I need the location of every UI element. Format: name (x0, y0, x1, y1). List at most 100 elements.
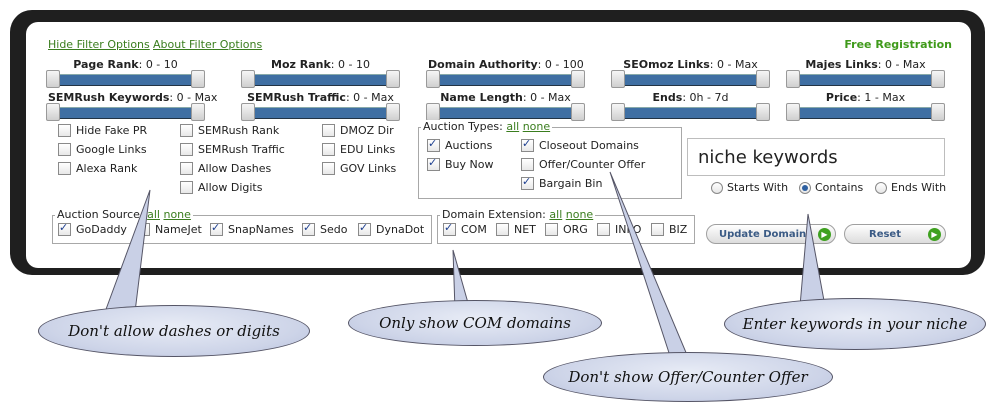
radio-contains[interactable]: Contains (799, 181, 863, 194)
slider-max-handle[interactable] (191, 103, 205, 121)
slider-min-handle[interactable] (611, 70, 625, 88)
checkbox-auctions[interactable]: Auctions (427, 137, 492, 152)
checkbox-closeout-domains[interactable]: Closeout Domains (521, 137, 639, 152)
slider-label: Price (825, 91, 858, 104)
checkbox-godaddy[interactable]: GoDaddy (58, 221, 127, 236)
checkbox-alexa-rank[interactable]: Alexa Rank (58, 162, 137, 175)
domain-extension-all-link[interactable]: all (549, 208, 563, 221)
slider-range: 0 - Max (176, 91, 218, 104)
slider-page-rank[interactable]: Page Rank: 0 - 10 (46, 58, 205, 92)
radio-ends-with[interactable]: Ends With (875, 181, 946, 194)
auction-source-group: Auction Source: all none (52, 208, 432, 244)
update-domains-button[interactable]: Update Domains▶ (706, 224, 836, 244)
slider-domain-authority[interactable]: Domain Authority: 0 - 100 (426, 58, 585, 92)
slider-label: SEMRush Traffic (247, 91, 346, 104)
checkbox-com[interactable]: COM (443, 221, 487, 236)
slider-name-length[interactable]: Name Length: 0 - Max (426, 91, 585, 125)
callout-tail-keywords (799, 213, 826, 307)
checkbox-sedo[interactable]: Sedo (302, 221, 347, 236)
slider-min-handle[interactable] (426, 70, 440, 88)
slider-max-handle[interactable] (756, 70, 770, 88)
slider-max-handle[interactable] (931, 103, 945, 121)
callout-tail-offer (609, 171, 691, 363)
slider-range: 0 - 100 (544, 58, 584, 71)
slider-label: Name Length (440, 91, 523, 104)
checkbox-bargain-bin[interactable]: Bargain Bin (521, 175, 602, 190)
slider-max-handle[interactable] (191, 70, 205, 88)
slider-max-handle[interactable] (386, 70, 400, 88)
checkbox-net[interactable]: NET (496, 223, 536, 236)
slider-min-handle[interactable] (46, 70, 60, 88)
callout-com-domains: Only show COM domains (348, 300, 602, 346)
auction-source-none-link[interactable]: none (163, 208, 191, 221)
checkbox-allow-dashes[interactable]: Allow Dashes (180, 162, 271, 175)
checkbox-snapnames[interactable]: SnapNames (210, 221, 294, 236)
slider-min-handle[interactable] (241, 103, 255, 121)
slider-min-handle[interactable] (611, 103, 625, 121)
slider-moz-rank[interactable]: Moz Rank: 0 - 10 (241, 58, 400, 92)
slider-semrush-keywords[interactable]: SEMRush Keywords: 0 - Max (46, 91, 217, 125)
slider-range: 0 - Max (530, 91, 571, 104)
checkbox-semrush-rank[interactable]: SEMRush Rank (180, 124, 279, 137)
arrow-right-icon: ▶ (818, 228, 831, 241)
hide-filter-options-link[interactable]: Hide Filter Options (48, 38, 150, 51)
slider-label: Majes Links (805, 58, 878, 71)
checkbox-gov-links[interactable]: GOV Links (322, 162, 396, 175)
checkbox-allow-digits[interactable]: Allow Digits (180, 181, 262, 194)
checkbox-offer-counter-offer[interactable]: Offer/Counter Offer (521, 158, 645, 171)
slider-range: 0 - Max (353, 91, 394, 104)
slider-range: 0 - 10 (145, 58, 178, 71)
free-registration-link[interactable]: Free Registration (844, 38, 952, 51)
checkbox-edu-links[interactable]: EDU Links (322, 143, 395, 156)
slider-min-handle[interactable] (786, 70, 800, 88)
checkbox-buy-now[interactable]: Buy Now (427, 156, 493, 171)
domain-extension-legend: Domain Extension: all none (440, 208, 596, 221)
slider-range: 0 - Max (717, 58, 758, 71)
about-filter-options-link[interactable]: About Filter Options (153, 38, 263, 51)
callout-keywords-niche: Enter keywords in your niche (724, 298, 986, 350)
domain-extension-group: Domain Extension: all none (437, 208, 695, 244)
slider-semrush-traffic[interactable]: SEMRush Traffic: 0 - Max (241, 91, 400, 125)
slider-range: 0 - 10 (338, 58, 370, 71)
auction-source-legend: Auction Source: all none (55, 208, 193, 221)
slider-range: 1 - Max (864, 91, 906, 104)
keyword-search-input[interactable]: niche keywords (687, 138, 945, 176)
slider-seomoz-links[interactable]: SEOmoz Links: 0 - Max (611, 58, 770, 92)
checkbox-google-links[interactable]: Google Links (58, 143, 147, 156)
slider-majes-links[interactable]: Majes Links: 0 - Max (786, 58, 945, 92)
slider-label: Domain Authority (428, 58, 538, 71)
callout-tail-dashes (104, 189, 151, 313)
auction-types-none-link[interactable]: none (522, 120, 551, 133)
slider-max-handle[interactable] (386, 103, 400, 121)
slider-min-handle[interactable] (786, 103, 800, 121)
auction-types-all-link[interactable]: all (506, 120, 520, 133)
slider-label: Moz Rank (271, 58, 331, 71)
checkbox-semrush-traffic[interactable]: SEMRush Traffic (180, 143, 285, 156)
slider-label: SEMRush Keywords (48, 91, 170, 104)
reset-button[interactable]: Reset▶ (844, 224, 946, 244)
auction-types-legend: Auction Types: all none (421, 120, 553, 133)
slider-label: Page Rank (73, 58, 139, 71)
checkbox-dynadot[interactable]: DynaDot (358, 221, 424, 236)
slider-price[interactable]: Price: 1 - Max (786, 91, 945, 125)
checkbox-biz[interactable]: BIZ (651, 223, 687, 236)
slider-min-handle[interactable] (241, 70, 255, 88)
slider-max-handle[interactable] (571, 70, 585, 88)
arrow-right-icon: ▶ (928, 228, 941, 241)
checkbox-org[interactable]: ORG (545, 223, 588, 236)
checkbox-hide-fake-pr[interactable]: Hide Fake PR (58, 124, 147, 137)
auction-source-all-link[interactable]: all (147, 208, 160, 221)
slider-label: SEOmoz Links (623, 58, 710, 71)
slider-max-handle[interactable] (571, 103, 585, 121)
slider-min-handle[interactable] (46, 103, 60, 121)
slider-label: Ends (652, 91, 683, 104)
slider-max-handle[interactable] (931, 70, 945, 88)
checkbox-dmoz-dir[interactable]: DMOZ Dir (322, 124, 394, 137)
radio-starts-with[interactable]: Starts With (711, 181, 788, 194)
slider-range: 0 - Max (884, 58, 926, 71)
domain-extension-none-link[interactable]: none (565, 208, 594, 221)
auction-types-group: Auction Types: all none (418, 120, 682, 199)
callout-offer-counter-offer: Don't show Offer/Counter Offer (543, 352, 833, 402)
slider-ends[interactable]: Ends: 0h - 7d (611, 91, 770, 125)
slider-max-handle[interactable] (756, 103, 770, 121)
